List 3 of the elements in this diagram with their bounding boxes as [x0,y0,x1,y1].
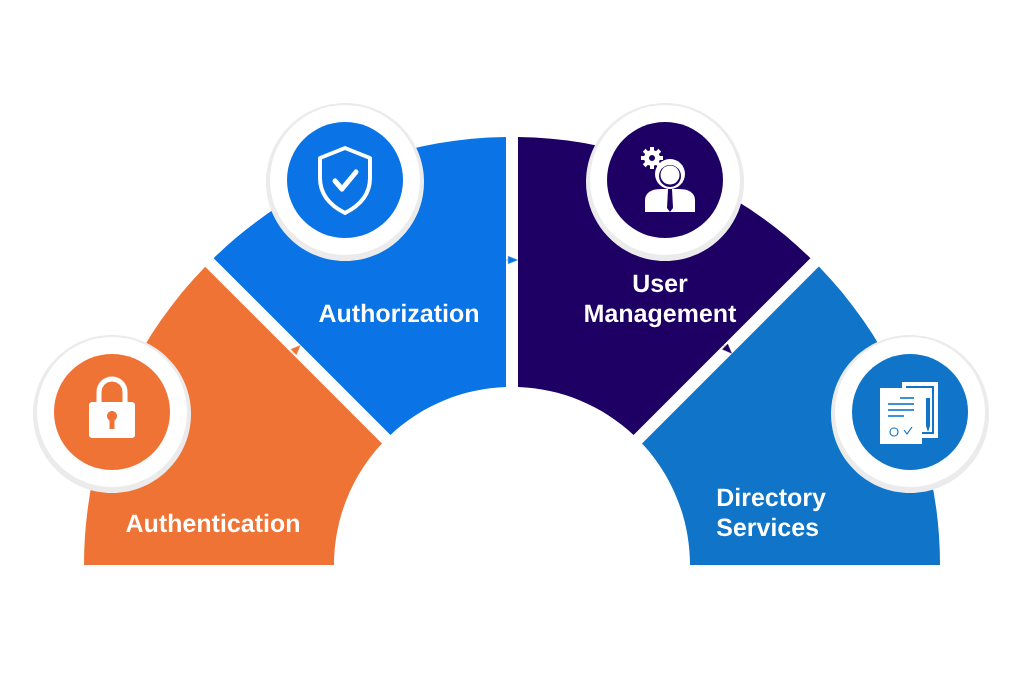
arrow [722,343,732,354]
arrow [290,345,301,355]
arrow [505,256,518,264]
